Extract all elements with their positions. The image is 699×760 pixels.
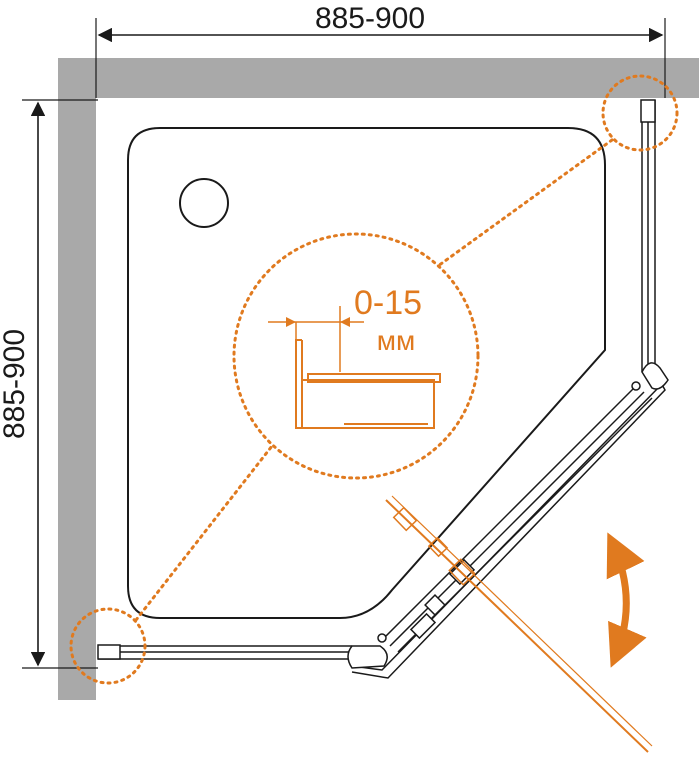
profile-cross-section (295, 339, 441, 429)
detail-callouts (69, 74, 679, 685)
door-glass (381, 385, 637, 641)
gap-value: 0-15 (354, 284, 422, 322)
back-wall (58, 58, 699, 98)
depth-label: 885-900 (0, 329, 31, 439)
left-wall-profile (97, 644, 121, 660)
width-dimension: 885-900 (95, 2, 666, 98)
depth-dimension: 885-900 (0, 99, 98, 669)
drain-circle-icon (179, 178, 229, 228)
right-wall-profile (640, 99, 656, 123)
callout-bottom-left (69, 607, 147, 685)
callout-top-right (601, 74, 679, 152)
gap-unit: мм (377, 325, 416, 356)
width-label: 885-900 (315, 2, 425, 35)
corner-joint-bottom (347, 645, 388, 669)
detail-magnifier-circle (232, 232, 480, 480)
door-open-line (385, 499, 649, 753)
leader-line-bottom (134, 444, 274, 622)
leader-line-top (436, 138, 614, 268)
corner-joint-right (641, 362, 669, 390)
side-wall (58, 58, 96, 700)
gap-detail: 0-15 мм (268, 284, 441, 429)
enclosure-frame (97, 99, 669, 679)
walls (58, 58, 699, 700)
double-headed-curved-arrow-icon (606, 532, 647, 668)
door-open-position (385, 495, 653, 753)
